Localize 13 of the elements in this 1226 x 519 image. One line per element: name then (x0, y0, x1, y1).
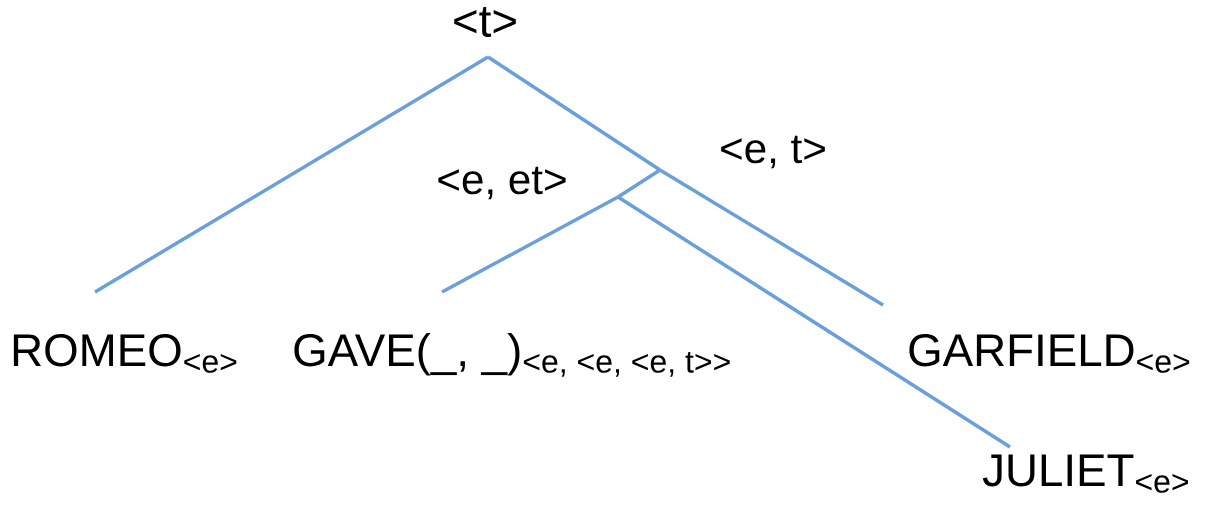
tree-branch (441, 195, 619, 294)
type-label: <e, t> (721, 135, 825, 169)
word-label: GAVE(_, _)${}_{\text{<e, <e, <e, t>>}}$ (294, 332, 730, 377)
tree-branch (617, 195, 1011, 449)
word-label: GARFIELD$_{<e>}$ (909, 334, 1190, 373)
word-label: ROMEO$_{<e>}$ (13, 334, 237, 373)
tree-branch (617, 168, 661, 199)
tree-branch (487, 55, 661, 172)
word-label: JULIET$_{<e>}$ (982, 454, 1188, 493)
type-label: <e, et> (438, 166, 566, 200)
tree-branch (94, 55, 489, 294)
type-label: <t> (454, 7, 516, 37)
tree-branch (659, 168, 884, 307)
